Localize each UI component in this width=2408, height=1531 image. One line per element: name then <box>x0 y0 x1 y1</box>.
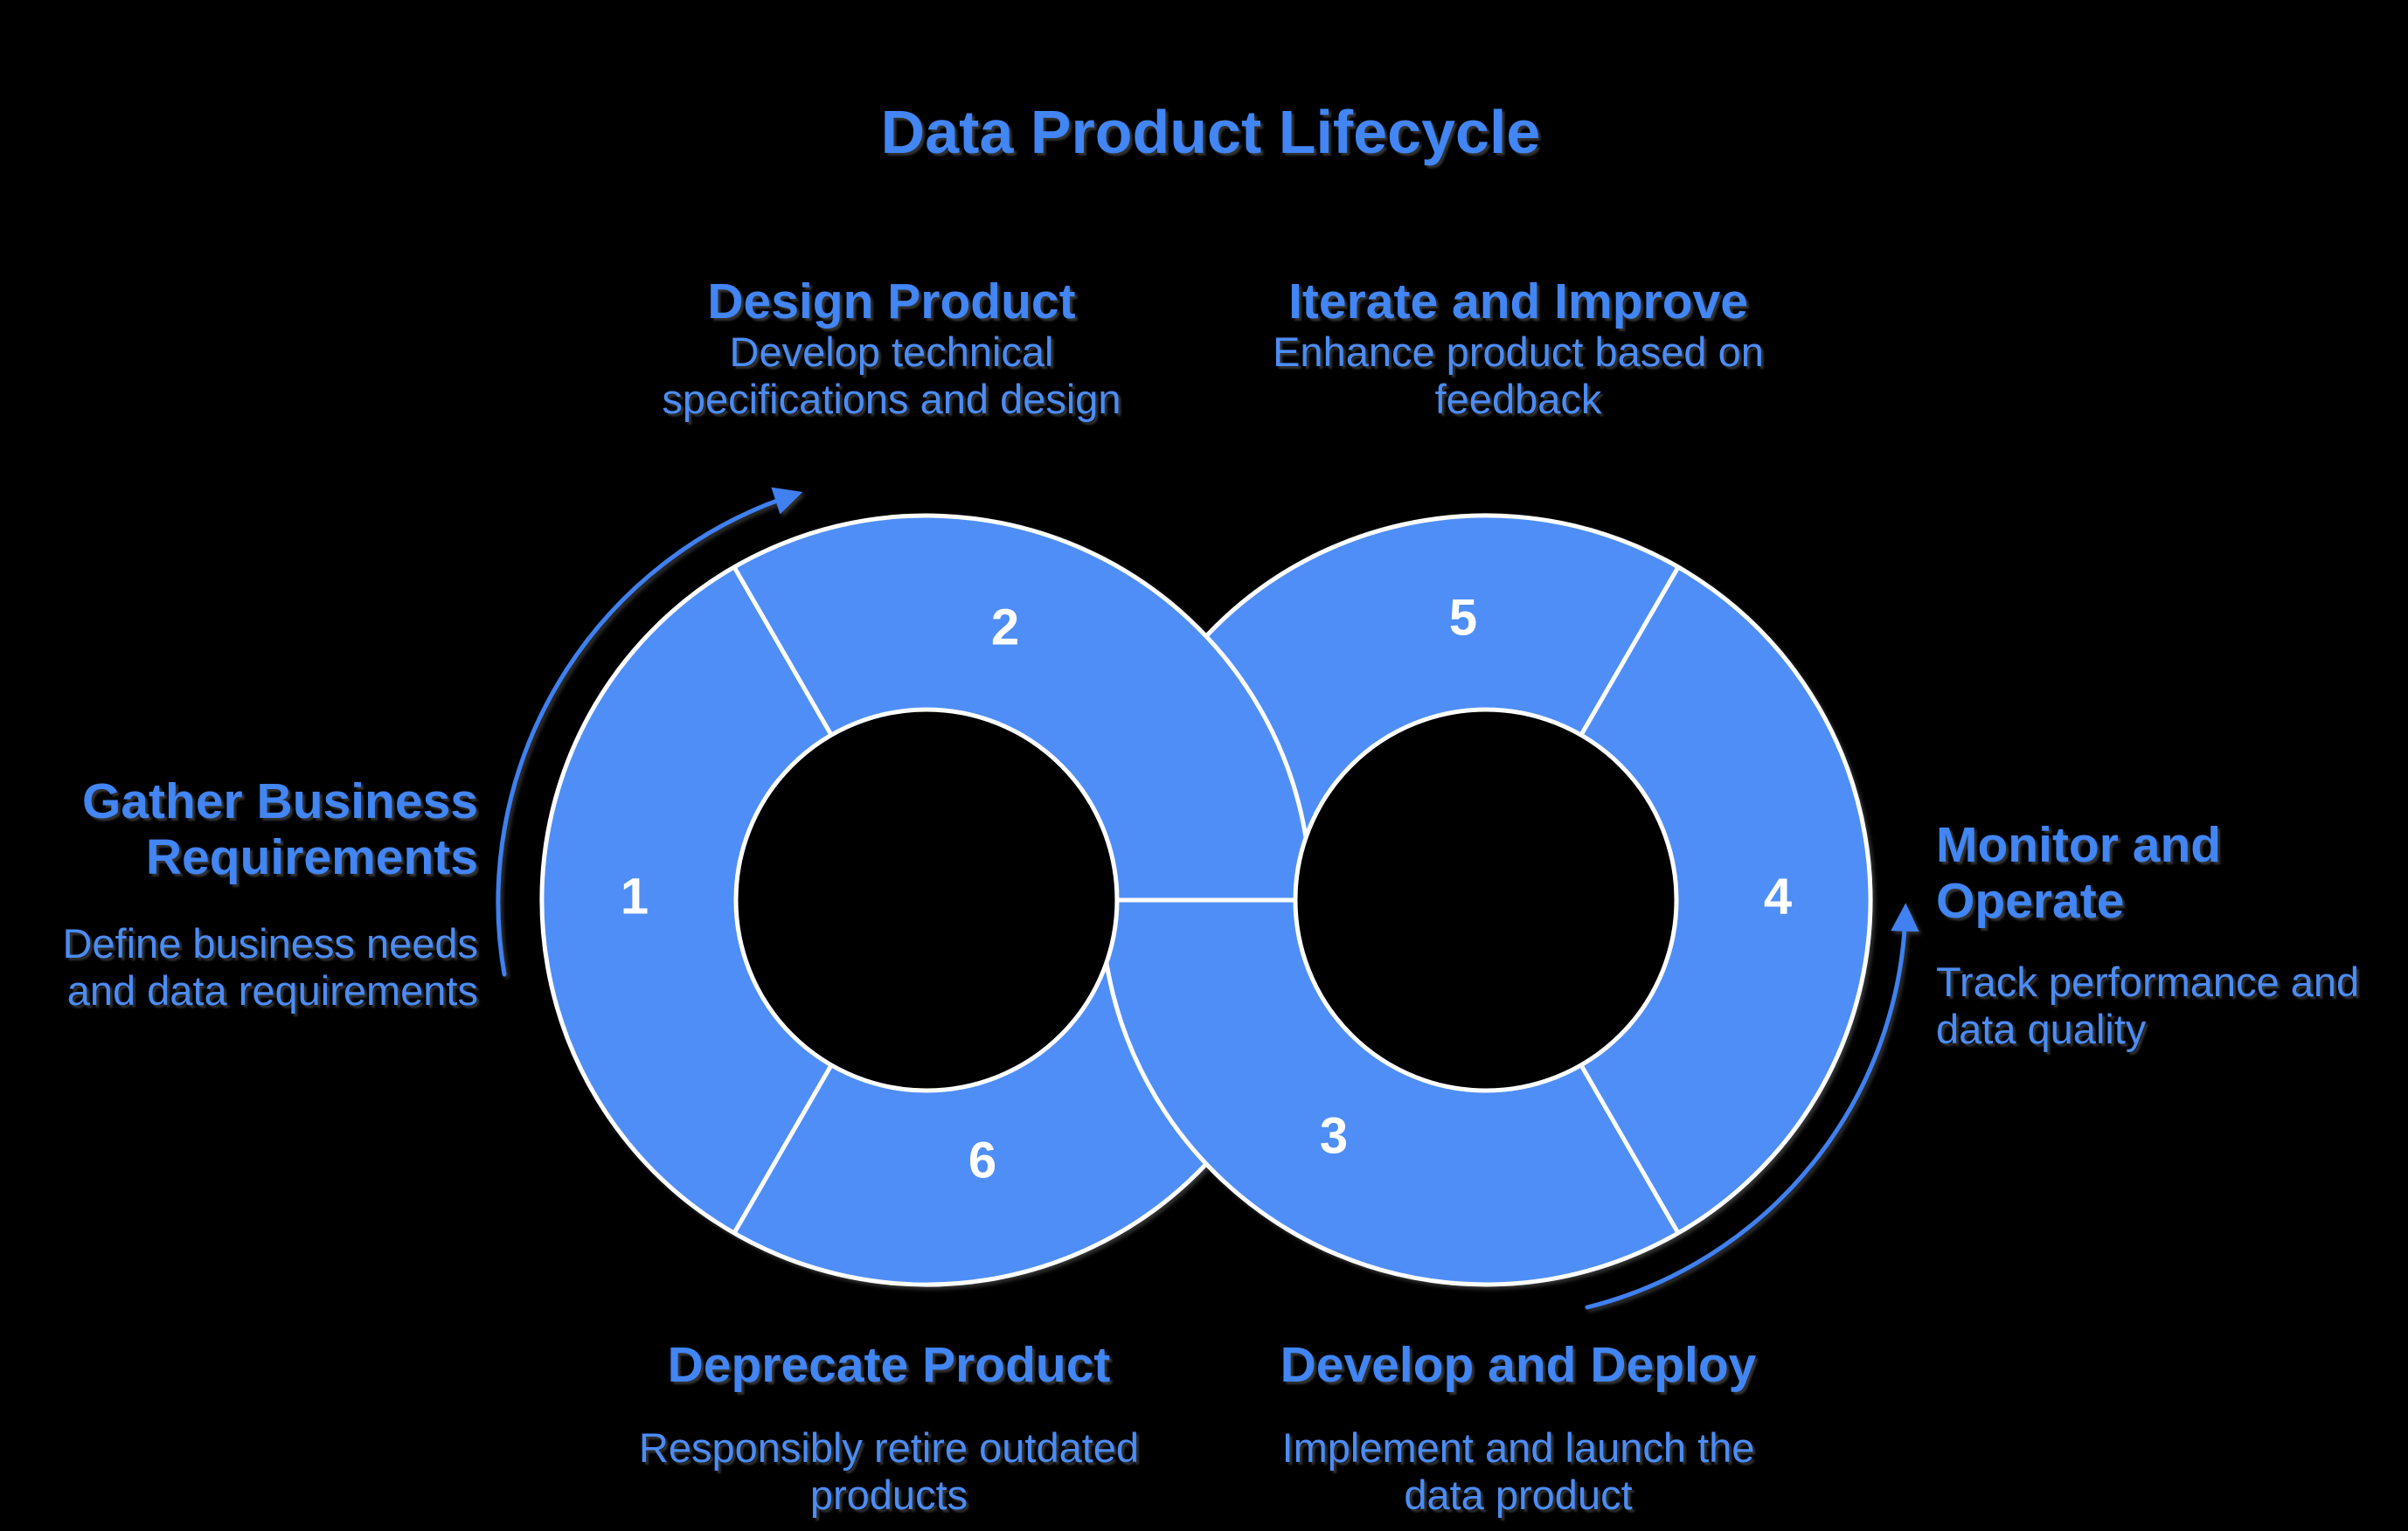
stage-design-desc-line1: Develop technical <box>729 329 1054 375</box>
stage-develop-title: Develop and Deploy <box>1280 1337 1757 1393</box>
ring-right-outer-outline <box>1104 513 1873 1287</box>
segment-divider-1-6 <box>732 1063 834 1235</box>
stage-design-description: Develop technical specifications and des… <box>542 329 1241 423</box>
ring-left-hole <box>736 710 1117 1091</box>
flow-arrow-top-left <box>496 487 803 977</box>
ring-left-outer-outline <box>539 513 1308 1287</box>
stage-monitor-title-line1: Monitor and <box>1936 817 2222 873</box>
stage-iterate-title: Iterate and Improve <box>1288 274 1748 329</box>
stage-gather-description: Define business needs and data requireme… <box>0 920 478 1015</box>
segment-divider-4-3 <box>1579 1063 1681 1235</box>
stage-develop-description: Implement and launch the data product <box>1169 1424 1868 1519</box>
segment-divider-5-4 <box>1579 565 1681 737</box>
segment-number-6: 6 <box>968 1133 996 1189</box>
segment-number-2: 2 <box>991 599 1019 656</box>
stage-deprecate-desc-line2: products <box>809 1472 968 1518</box>
stage-monitor-title-line2: Operate <box>1936 873 2125 929</box>
ring-right-hole <box>1295 710 1676 1091</box>
stage-design-desc-line2: specifications and design <box>662 376 1121 422</box>
stage-iterate-desc-line1: Enhance product based on <box>1273 329 1764 375</box>
ring-left-fill <box>541 515 1311 1285</box>
stage-deprecate-description: Responsibly retire outdated products <box>539 1424 1239 1519</box>
stage-iterate-desc-line2: feedback <box>1434 376 1602 422</box>
stage-iterate-description: Enhance product based on feedback <box>1169 329 1868 423</box>
stage-monitor-desc-line1: Track performance and <box>1936 959 2360 1005</box>
segment-divider-1-2 <box>732 565 834 737</box>
segment-number-5: 5 <box>1449 590 1477 647</box>
segment-number-1: 1 <box>621 869 649 925</box>
stage-develop-desc-line1: Implement and launch the <box>1281 1424 1755 1471</box>
flow-arrow-bottom-right <box>1585 903 1919 1310</box>
stage-develop-desc-line2: data product <box>1404 1472 1633 1518</box>
stage-gather-title-line2: Requirements <box>145 829 478 885</box>
stage-deprecate-title: Deprecate Product <box>667 1337 1111 1393</box>
stage-design-title: Design Product <box>707 274 1076 329</box>
stage-monitor-desc-line2: data quality <box>1936 1006 2147 1052</box>
stage-gather-title: Gather Business Requirements <box>0 773 478 885</box>
ring-right-fill <box>1100 515 1870 1285</box>
stage-monitor-title: Monitor and Operate <box>1936 817 2408 929</box>
stage-deprecate-desc-line1: Responsibly retire outdated <box>638 1424 1140 1471</box>
stage-gather-title-line1: Gather Business <box>82 773 478 829</box>
segment-number-4: 4 <box>1764 869 1792 925</box>
stage-gather-desc-line2: and data requirements <box>66 967 478 1014</box>
segment-number-3: 3 <box>1320 1108 1348 1165</box>
stage-monitor-description: Track performance and data quality <box>1936 959 2408 1053</box>
page-title: Data Product Lifecycle <box>880 98 1541 166</box>
stage-gather-desc-line1: Define business needs <box>62 920 478 966</box>
